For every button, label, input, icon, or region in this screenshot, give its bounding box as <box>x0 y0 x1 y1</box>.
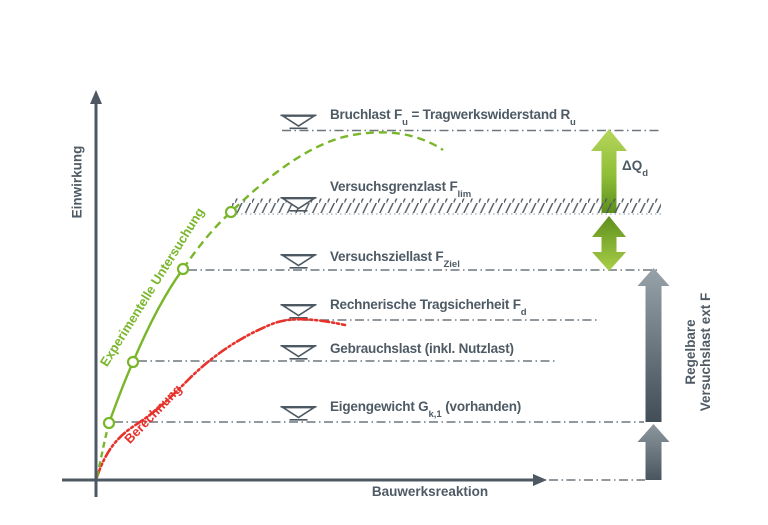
level-symbol-eigengewicht <box>280 406 317 421</box>
level-label-eigengewicht: Eigengewicht Gk,1 (vorhanden) <box>330 399 522 420</box>
marker-gebrauchslast <box>126 355 140 369</box>
versuchsgrenzlast-hatch-band <box>232 198 661 213</box>
label-text: Versuchsziellast F <box>330 249 444 264</box>
level-symbol-gebrauchslast <box>280 345 317 360</box>
x-axis-arrowhead-icon <box>533 474 547 486</box>
regelbare-versuchslast-label: Regelbare Versuchslast ext F <box>683 293 713 412</box>
label-text: Rechnerische Tragsicherheit F <box>330 297 521 312</box>
curve-experimental-extrapolation-dashed <box>182 131 444 270</box>
y-axis-label: Einwirkung <box>69 145 85 219</box>
gray-arrow-baseline-to-eigengewicht <box>637 424 670 480</box>
level-symbols <box>280 114 317 421</box>
label-subscript: lim <box>457 188 472 200</box>
curve-marker-circles <box>102 205 238 430</box>
label-text: Gebrauchslast (inkl. Nutzlast) <box>330 341 514 356</box>
delta-text: ΔQ <box>622 158 643 173</box>
curve-berechnung <box>95 317 347 479</box>
delta-qd-annotation: ΔQd <box>622 158 649 179</box>
label-subscript: Ziel <box>443 258 460 270</box>
green-double-arrow-grenzlast-ziellast <box>592 216 626 271</box>
label-text: Bruchlast F <box>330 107 403 122</box>
x-axis-label: Bauwerksreaktion <box>371 484 489 499</box>
label-subscript: d <box>520 306 527 318</box>
level-symbol-versuchsziellast <box>280 254 317 269</box>
delta-subscript: d <box>642 167 649 179</box>
label-subscript: u <box>402 116 408 128</box>
gray-arrow-eigengewicht-to-ziellast <box>637 268 670 422</box>
marker-versuchsgrenzlast <box>224 205 238 219</box>
label-line-2: Versuchslast ext F <box>698 292 713 412</box>
level-symbol-bruchlast <box>280 114 317 130</box>
label-subscript: u <box>570 116 576 128</box>
marker-eigengewicht <box>102 416 116 430</box>
marker-versuchsziellast <box>176 262 190 276</box>
level-symbol-tragsicherheit <box>280 304 317 319</box>
axes <box>62 102 535 497</box>
level-label-versuchsziellast: Versuchsziellast FZiel <box>330 249 460 270</box>
label-line-1: Regelbare <box>683 319 698 385</box>
label-text: Eigengewicht G <box>330 399 429 414</box>
green-arrow-up-to-bruchlast <box>591 129 627 213</box>
label-subscript: k,1 <box>428 408 442 420</box>
level-label-versuchsgrenzlast: Versuchsgrenzlast Flim <box>330 179 472 200</box>
level-label-gebrauchslast: Gebrauchslast (inkl. Nutzlast) <box>330 341 514 356</box>
level-label-bruchlast: Bruchlast Fu = Tragwerkswiderstand Ru <box>330 107 576 128</box>
y-axis-arrowhead-icon <box>90 90 102 104</box>
label-text: (vorhanden) <box>441 399 522 414</box>
label-text: = Tragwerkswiderstand R <box>407 107 571 122</box>
label-text: Versuchsgrenzlast F <box>330 179 458 194</box>
level-symbol-versuchsgrenzlast <box>280 197 317 212</box>
level-label-tragsicherheit: Rechnerische Tragsicherheit Fd <box>330 297 527 318</box>
